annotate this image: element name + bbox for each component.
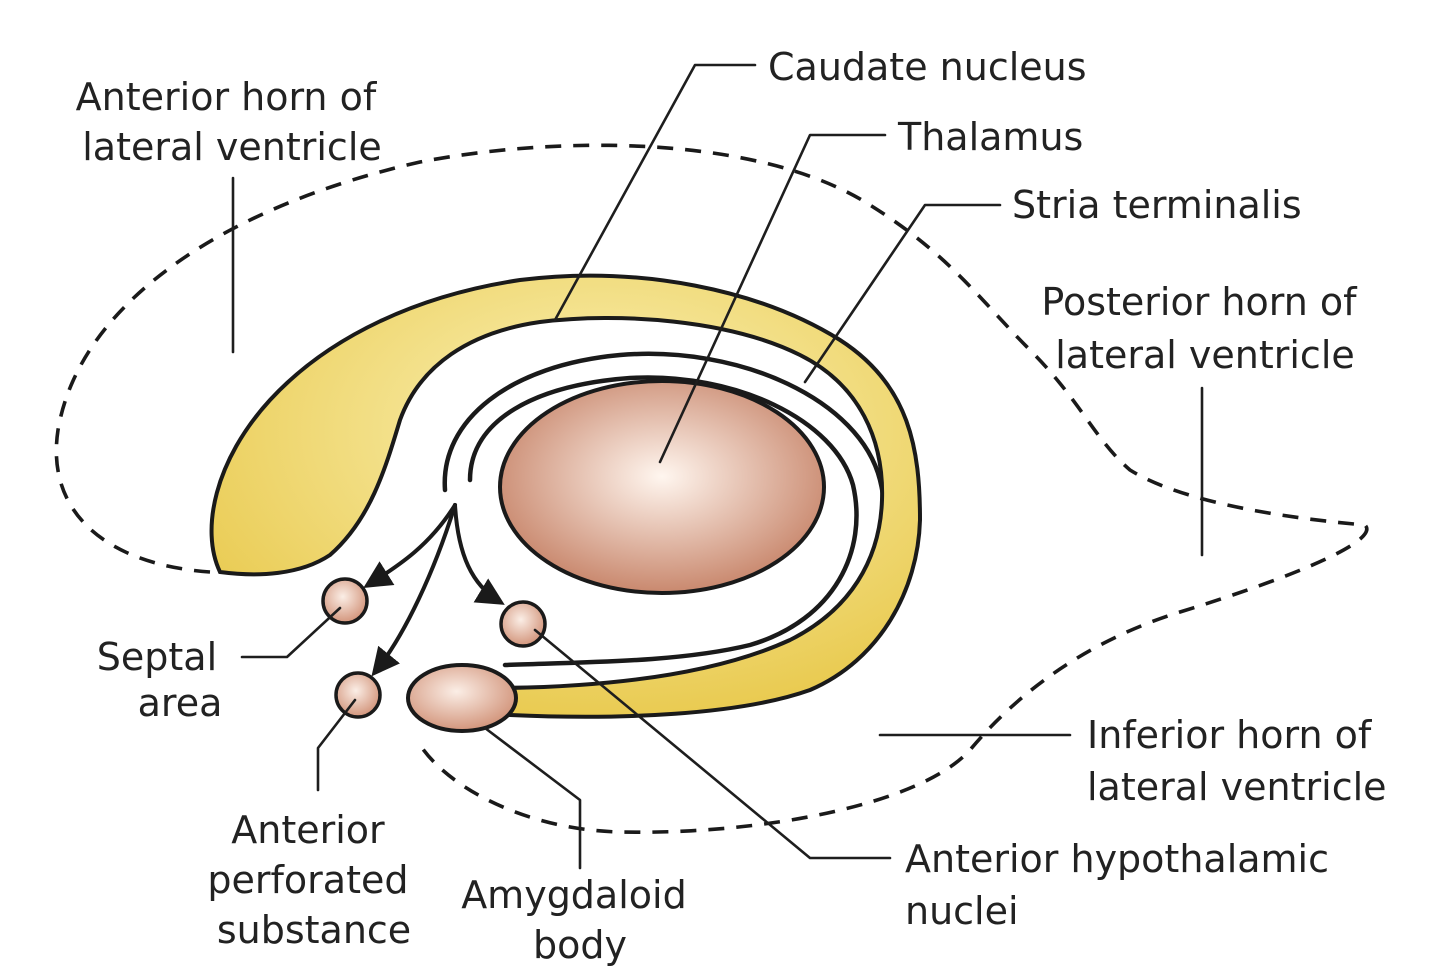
anterior-horn-label: Anterior horn of lateral ventricle xyxy=(76,75,389,169)
stria-terminalis-label: Stria terminalis xyxy=(1012,183,1302,227)
caudate-nucleus-label: Caudate nucleus xyxy=(768,45,1087,89)
arrow-to-septal-area xyxy=(363,503,457,588)
leader-amygdaloid-body xyxy=(483,726,582,870)
anterior-perforated-substance-nucleus xyxy=(334,671,382,719)
leader-anterior-perforated-substance xyxy=(316,698,357,792)
thalamus-label: Thalamus xyxy=(897,115,1083,159)
anterior-hypothalamic-nuclei-label: Anterior hypothalamic nuclei xyxy=(905,837,1341,933)
posterior-horn-label: Posterior horn of lateral ventricle xyxy=(1041,280,1368,377)
anterior-perforated-substance-label: Anterior perforated substance xyxy=(207,808,420,952)
septal-area-label: Septal area xyxy=(97,635,229,725)
leader-septal-area xyxy=(240,606,342,659)
leader-anterior-hypothalamic-nuclei xyxy=(533,628,892,860)
stria-terminalis-inner xyxy=(467,375,859,668)
amygdaloid-body-shape xyxy=(406,663,518,733)
inferior-horn-label: Inferior horn of lateral ventricle xyxy=(1087,713,1387,809)
leader-thalamus xyxy=(658,133,887,464)
leader-stria-terminalis xyxy=(803,203,1002,384)
thalamus-shape xyxy=(498,379,826,595)
leader-caudate-nucleus xyxy=(553,63,757,322)
anterior-hypothalamic-nucleus xyxy=(499,600,547,648)
arrow-to-anterior-perforated-substance xyxy=(371,503,457,677)
arrow-to-anterior-hypothalamic-nuclei xyxy=(453,503,505,605)
amygdaloid-body-label: Amygdaloid body xyxy=(461,873,699,967)
